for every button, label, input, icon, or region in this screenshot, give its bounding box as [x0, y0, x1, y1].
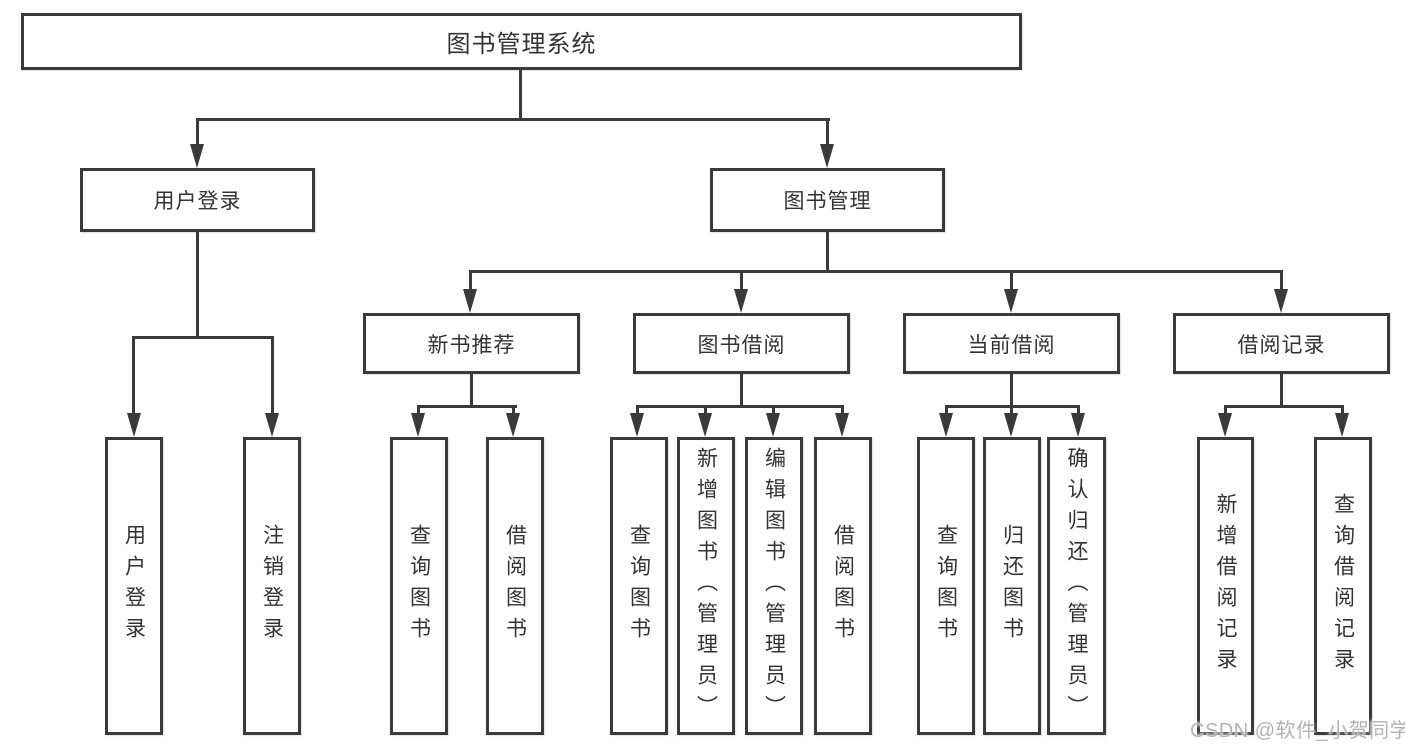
leaf-query-borrow-record: 查询借阅记录 — [1314, 437, 1372, 735]
leaf-add-borrow-record: 新增借阅记录 — [1197, 437, 1254, 735]
arrowhead-leaf — [265, 413, 279, 437]
node-book-mgmt-branch: 图书管理 — [710, 168, 945, 232]
node-current-borrow: 当前借阅 — [903, 313, 1120, 374]
connector-borrow-records-rail — [1224, 405, 1344, 408]
node-new-books: 新书推荐 — [363, 313, 580, 374]
leaf-borrow-books-label: 借阅图书 — [831, 524, 855, 648]
leaf-query-books-recommend-label: 查询图书 — [407, 524, 431, 648]
leaf-return-books: 归还图书 — [983, 437, 1041, 735]
connector-leaf-drop — [132, 336, 135, 416]
connector-borrow-records-stem — [1280, 374, 1283, 407]
node-book-borrow-label: 图书借阅 — [697, 333, 786, 357]
connector-book-borrow-rail — [636, 405, 844, 408]
leaf-add-books-admin: 新增图书（管理员） — [677, 437, 735, 735]
leaf-edit-books-admin: 编辑图书（管理员） — [745, 437, 803, 735]
arrowhead-leaf — [506, 413, 520, 437]
arrowhead-leaf — [1218, 413, 1232, 437]
csdn-watermark: CSDN @软件_小贺同学 — [1190, 720, 1405, 742]
node-borrow-records: 借阅记录 — [1173, 313, 1390, 374]
connector-level3-drop — [1280, 270, 1283, 295]
connector-level2-rail — [196, 118, 830, 121]
arrowhead-leaf — [1071, 413, 1085, 437]
leaf-query-books-borrow-label: 查询图书 — [627, 524, 651, 648]
connector-level3-drop — [1010, 270, 1013, 295]
node-book-borrow: 图书借阅 — [633, 313, 850, 374]
arrowhead-user-login — [190, 144, 204, 168]
leaf-logout: 注销登录 — [243, 437, 301, 735]
node-user-login-branch: 用户登录 — [80, 168, 315, 232]
leaf-user-login: 用户登录 — [105, 437, 163, 735]
node-current-borrow-label: 当前借阅 — [967, 333, 1056, 357]
node-book-mgmt-branch-label: 图书管理 — [783, 190, 872, 213]
leaf-return-books-label: 归还图书 — [1000, 524, 1024, 648]
leaf-user-login-label: 用户登录 — [122, 524, 146, 648]
arrowhead-book-mgmt — [820, 144, 834, 168]
leaf-query-books-current-label: 查询图书 — [934, 524, 958, 648]
arrowhead-leaf — [630, 413, 644, 437]
arrowhead-current-borrow — [1004, 289, 1018, 313]
arrowhead-leaf — [1004, 413, 1018, 437]
node-user-login-branch-label: 用户登录 — [153, 190, 242, 213]
node-new-books-label: 新书推荐 — [427, 333, 516, 357]
connector-leaf-drop — [271, 336, 274, 416]
leaf-confirm-return-admin: 确认归还（管理员） — [1047, 437, 1106, 735]
connector-leaf-drop — [1224, 405, 1227, 419]
connector-leaf-drop — [636, 405, 639, 419]
connector-current-borrow-stem — [1010, 374, 1013, 405]
connector-new-books-rail — [417, 405, 517, 408]
leaf-edit-books-admin-label: 编辑图书（管理员） — [762, 446, 786, 726]
connector-leaf-drop — [772, 405, 775, 419]
node-root: 图书管理系统 — [21, 13, 1022, 70]
node-root-label: 图书管理系统 — [446, 31, 597, 58]
arrowhead-leaf — [127, 413, 141, 437]
leaf-add-borrow-record-label: 新增借阅记录 — [1214, 493, 1237, 679]
leaf-query-borrow-record-label: 查询借阅记录 — [1331, 493, 1355, 679]
leaf-query-books-borrow: 查询图书 — [610, 437, 668, 735]
leaf-borrow-books: 借阅图书 — [814, 437, 872, 735]
arrowhead-borrow-records — [1274, 289, 1288, 313]
leaf-confirm-return-admin-label: 确认归还（管理员） — [1065, 446, 1088, 726]
arrowhead-leaf — [411, 413, 425, 437]
connector-leaf-drop — [512, 405, 515, 419]
arrowhead-leaf — [835, 413, 849, 437]
connector-level3-drop — [740, 270, 743, 295]
connector-user-login-drop — [196, 118, 199, 150]
leaf-borrow-books-recommend: 借阅图书 — [486, 437, 544, 735]
connector-leaf-drop — [1077, 405, 1080, 419]
connector-book-mgmt-drop — [826, 118, 829, 150]
connector-new-books-stem — [470, 374, 473, 405]
arrowhead-book-borrow — [734, 289, 748, 313]
connector-user-login-stem — [196, 232, 199, 336]
leaf-borrow-books-recommend-label: 借阅图书 — [503, 524, 527, 648]
node-borrow-records-label: 借阅记录 — [1237, 333, 1326, 357]
connector-leaf-drop — [1010, 405, 1013, 419]
connector-level3-rail — [469, 270, 1283, 273]
connector-book-borrow-stem — [740, 374, 743, 405]
leaf-logout-label: 注销登录 — [260, 524, 284, 648]
connector-root-stem — [519, 70, 522, 118]
arrowhead-leaf — [1335, 413, 1349, 437]
leaf-query-books-recommend: 查询图书 — [390, 437, 448, 735]
connector-leaf-drop — [1341, 405, 1344, 419]
connector-book-mgmt-stem — [826, 232, 829, 270]
connector-leaf-drop — [841, 405, 844, 419]
leaf-query-books-current: 查询图书 — [917, 437, 975, 735]
arrowhead-leaf — [939, 413, 953, 437]
connector-leaf-drop — [945, 405, 948, 419]
arrowhead-new-books — [463, 289, 477, 313]
connector-user-login-rail — [132, 336, 274, 339]
leaf-add-books-admin-label: 新增图书（管理员） — [694, 446, 718, 726]
connector-leaf-drop — [417, 405, 420, 419]
connector-level3-drop — [469, 270, 472, 295]
arrowhead-leaf — [766, 413, 780, 437]
connector-leaf-drop — [704, 405, 707, 419]
arrowhead-leaf — [698, 413, 712, 437]
